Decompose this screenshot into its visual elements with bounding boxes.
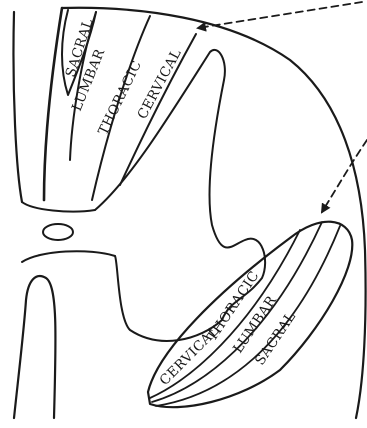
central-commissure-bottom bbox=[22, 251, 115, 262]
anterior-median-fissure bbox=[14, 276, 56, 418]
central-canal bbox=[43, 224, 73, 240]
lateral-tract-outline bbox=[148, 222, 352, 408]
posterior-label-thoracic: THORACIC bbox=[95, 58, 145, 138]
posterior-label-cervical: CERVICAL bbox=[134, 46, 184, 122]
central-commissure-top bbox=[22, 202, 95, 212]
dorsal-median-septum bbox=[44, 8, 62, 200]
posterior-band-cervical bbox=[120, 34, 196, 185]
arrow-posterior bbox=[198, 2, 362, 28]
